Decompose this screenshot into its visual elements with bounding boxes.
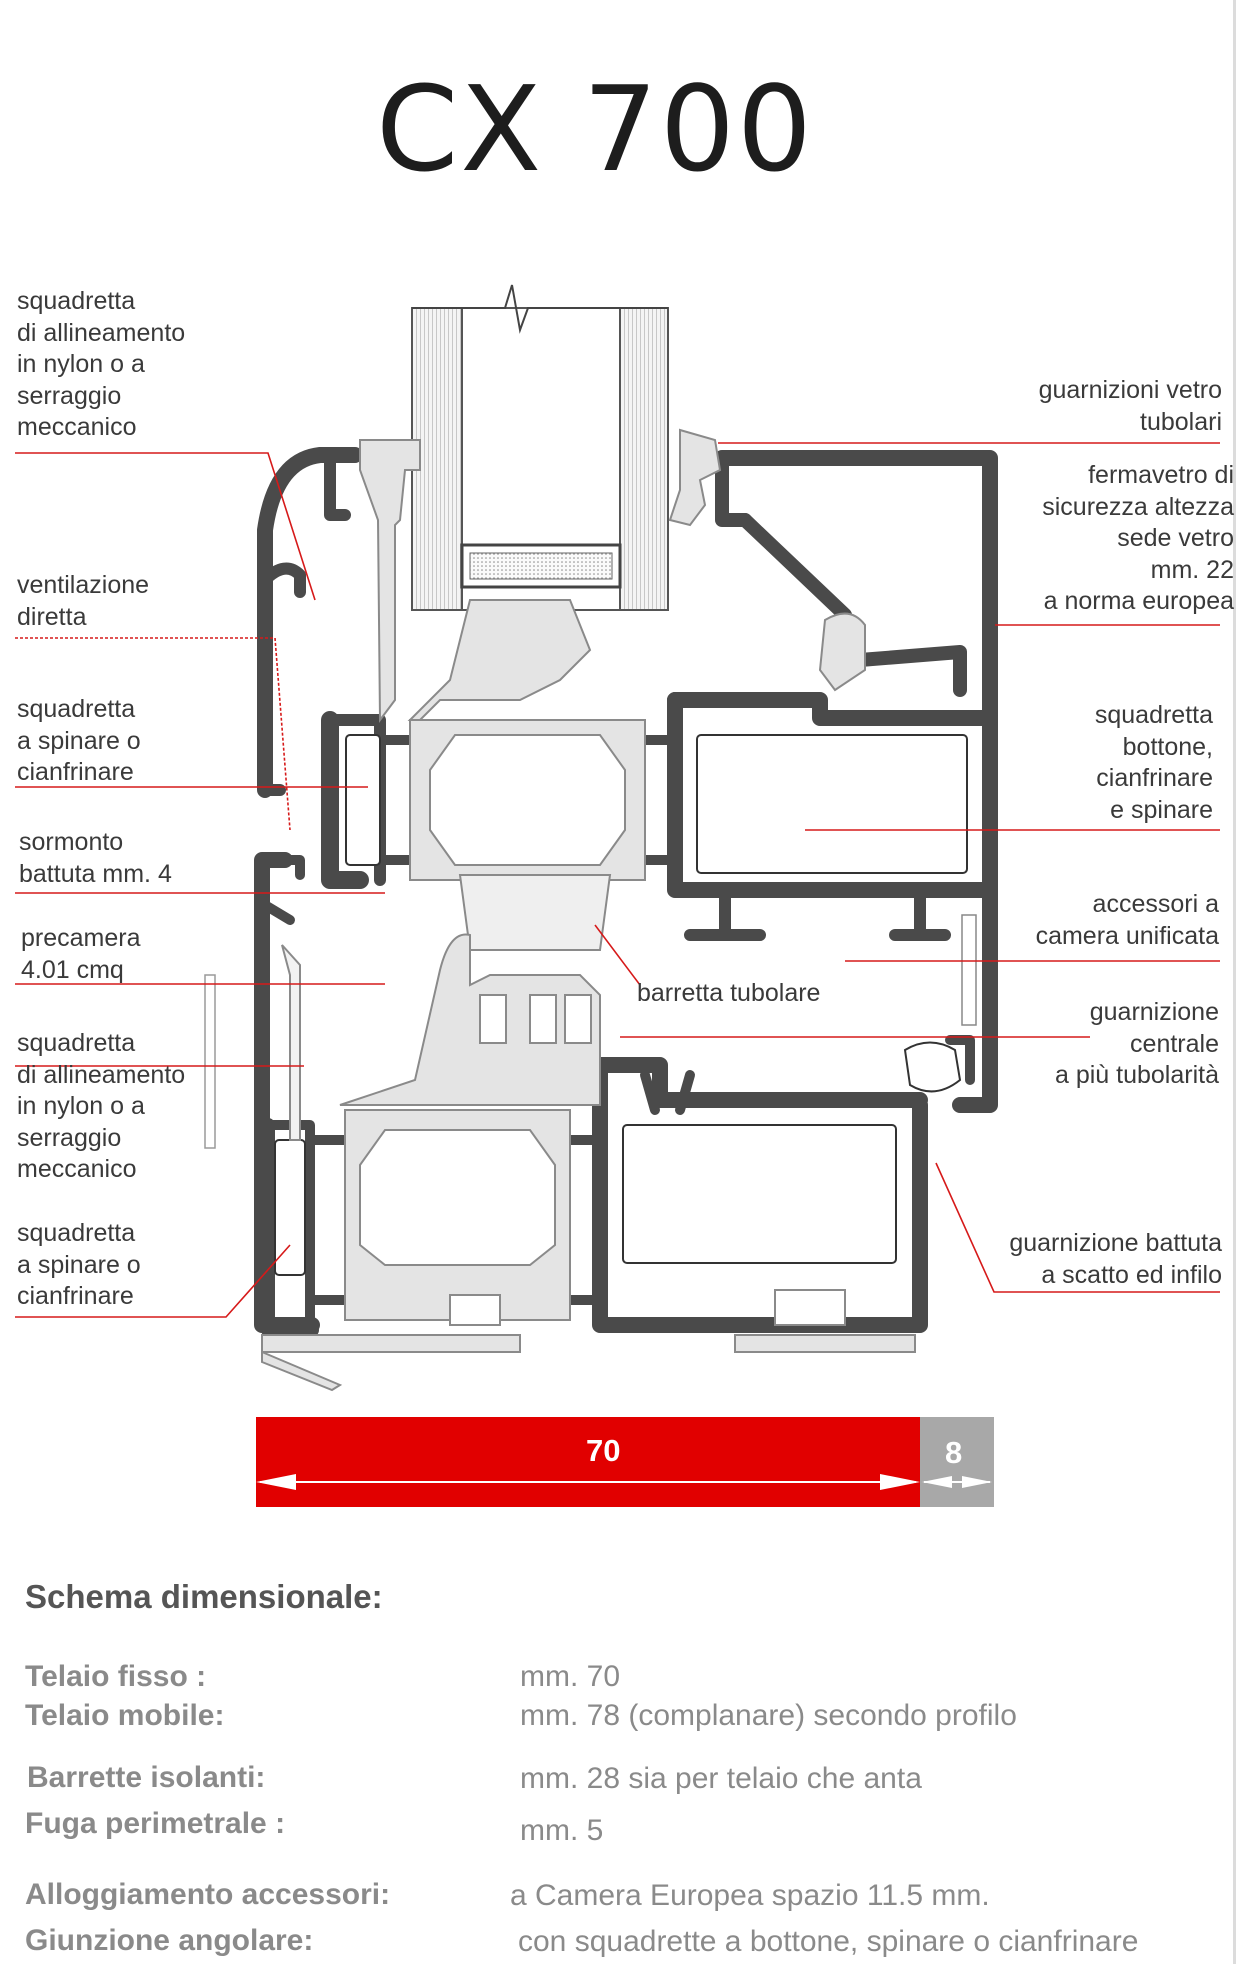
spec-key: Giunzione angolare: [25,1924,314,1957]
label-prechamber: precamera 4.01 cmq [21,924,141,984]
profile-section-drawing [15,284,1220,1392]
page-edge [1233,0,1236,1964]
label-pin-bracket-top: squadretta a spinare o cianfrinare [17,695,141,786]
specs-heading: Schema dimensionale: [25,1578,383,1615]
glass-unit [411,284,669,611]
leader-lines [15,442,1220,1318]
dimension-bar-main [256,1417,920,1507]
dimension-arrows [256,1474,992,1490]
dimension-bar-overlap [920,1417,994,1507]
chambers [274,734,968,1276]
spec-value: mm. 5 [520,1814,604,1847]
label-overlap-rebate: sormonto battuta mm. 4 [19,828,172,888]
label-direct-ventilation: ventilazione diretta [17,571,150,631]
spec-key: Barrette isolanti: [27,1761,266,1794]
label-pin-bracket-bottom: squadretta a spinare o cianfrinare [17,1219,141,1310]
label-tubular-bar: barretta tubolare [637,979,821,1007]
spec-value: mm. 70 [520,1660,621,1693]
spec-value: mm. 78 (complanare) secondo profilo [520,1699,1017,1732]
label-button-bracket: squadretta bottone, cianfrinare e spinar… [1094,701,1213,824]
spec-key: Alloggiamento accessori: [25,1878,391,1911]
insulating-bars [204,428,977,1392]
spec-value: mm. 28 sia per telaio che anta [520,1762,922,1795]
label-unified-chamber: accessori a camera unificata [1035,890,1219,950]
label-safety-glazing-bead: fermavetro di sicurezza altezza sede vet… [1042,461,1234,615]
label-alignment-bracket-bottom: squadretta di allineamento in nylon o a … [17,1029,186,1183]
dimension-overlap-value: 8 [945,1435,963,1470]
spec-value: con squadrette a bottone, spinare o cian… [518,1925,1139,1958]
page-title: CX 700 [376,60,814,198]
label-glass-gaskets: guarnizioni vetro tubolari [1038,376,1222,436]
spec-key: Telaio fisso : [25,1660,207,1693]
label-central-gasket: guarnizione centrale a più tubolarità [1054,998,1219,1089]
spec-key: Fuga perimetrale : [25,1807,286,1840]
label-snap-gasket: guarnizione battuta a scatto ed infilo [1009,1229,1222,1289]
spec-value: a Camera Europea spazio 11.5 mm. [510,1879,990,1912]
dimension-main-value: 70 [586,1433,621,1468]
spec-key: Telaio mobile: [25,1699,225,1732]
label-alignment-bracket-top: squadretta di allineamento in nylon o a … [17,287,186,441]
